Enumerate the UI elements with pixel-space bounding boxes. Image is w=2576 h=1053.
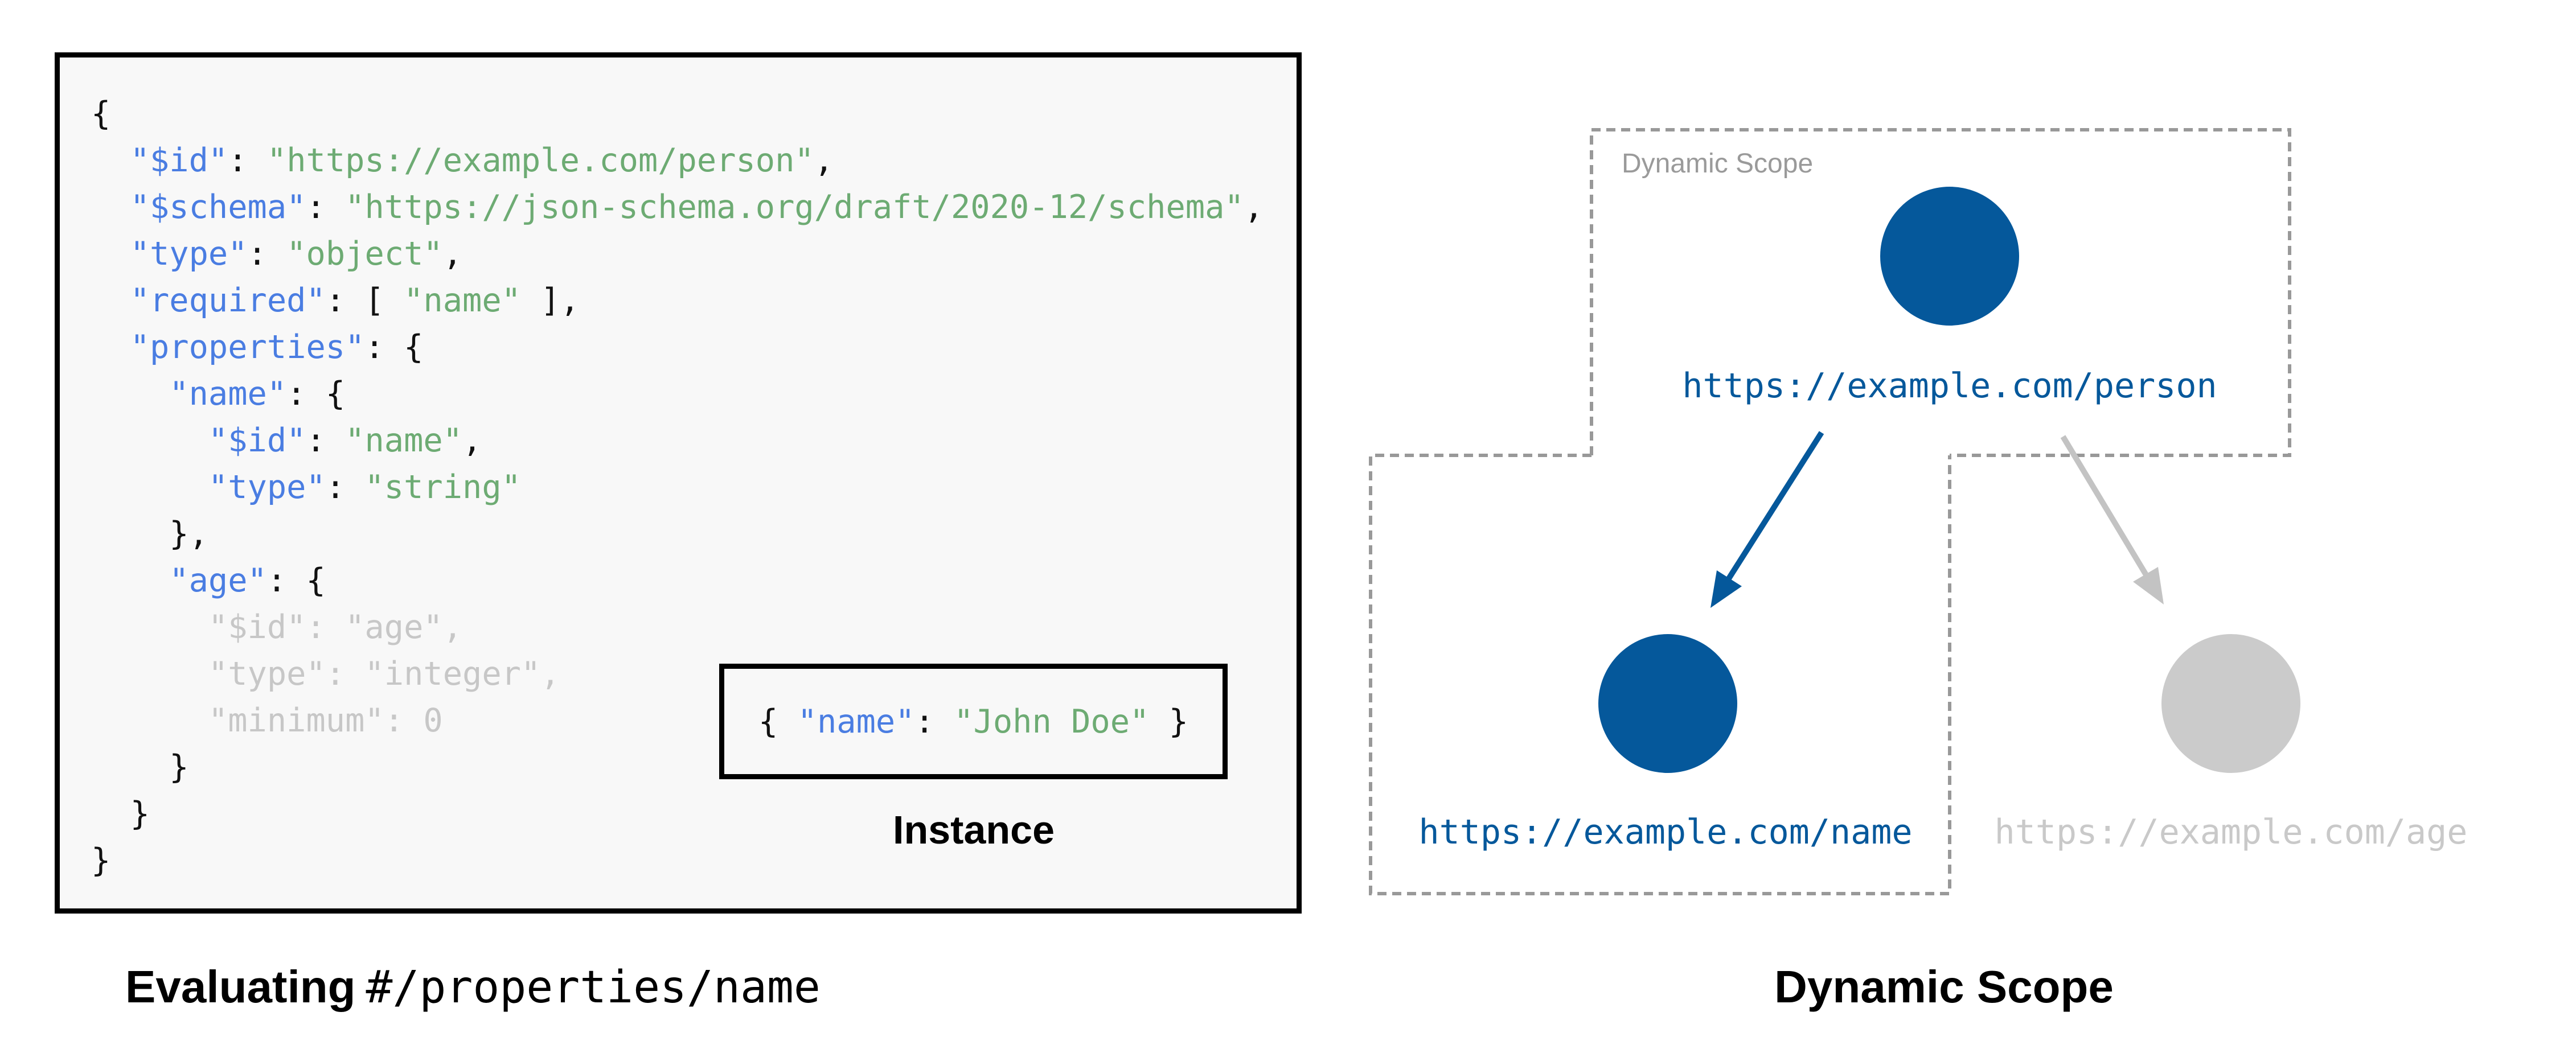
code-token: : { — [266, 562, 326, 599]
age-url-label: https://example.com/age — [1994, 812, 2468, 852]
code-token: "$id" — [130, 142, 228, 179]
code-token: : — [228, 142, 267, 179]
code-token: ], — [521, 282, 580, 319]
dynamic-scope-region-label: Dynamic Scope — [1622, 149, 1814, 179]
code-token: "string" — [364, 468, 521, 506]
code-token: "$schema" — [130, 188, 306, 226]
schema-code-line: "$id": "name", — [91, 417, 1264, 464]
code-token: } — [91, 795, 150, 833]
code-token: , — [462, 422, 482, 459]
schema-code-line-muted: "$id": "age", — [91, 604, 1264, 651]
code-token: "properties" — [130, 328, 365, 366]
left-caption: Evaluating#/properties/name — [125, 960, 821, 1015]
dashed-scope-outline-top — [1590, 128, 2291, 457]
code-token: , — [814, 142, 834, 179]
code-token: , — [442, 235, 463, 273]
left-caption-evaluating: Evaluating — [125, 961, 356, 1012]
code-token: "https://json-schema.org/draft/2020-12/s… — [345, 188, 1244, 226]
schema-code-line: } — [91, 744, 1264, 791]
code-token: : — [247, 235, 287, 273]
code-token: } — [1149, 702, 1188, 741]
person-to-age-arrow — [2060, 435, 2151, 579]
code-token: : — [325, 468, 365, 506]
schema-code-line-muted: "type": "integer", — [91, 651, 1264, 697]
code-token: "https://example.com/person" — [266, 142, 814, 179]
code-token: : — [306, 188, 346, 226]
code-token: "name" — [169, 375, 287, 413]
dashed-scope-outline-bottom — [1369, 454, 1951, 895]
code-token: "age" — [169, 562, 267, 599]
code-token: "required" — [130, 282, 326, 319]
person-to-name-arrow — [1722, 431, 1824, 586]
schema-code-line: }, — [91, 511, 1264, 557]
code-token: , — [1244, 188, 1264, 226]
schema-code-line: "properties": { — [91, 324, 1264, 371]
schema-code-line: "$id": "https://example.com/person", — [91, 137, 1264, 184]
schema-code-line-muted: "minimum": 0 — [91, 697, 1264, 744]
code-token: "name" — [345, 422, 463, 459]
schema-code-line: } — [91, 837, 1264, 884]
code-token: : [ — [325, 282, 404, 319]
code-token: "$id" — [208, 422, 306, 459]
code-token: "type" — [208, 468, 326, 506]
code-token: "name" — [797, 702, 915, 741]
code-token: "type": "integer", — [91, 655, 560, 693]
code-token: "John Doe" — [954, 702, 1150, 741]
right-caption: Dynamic Scope — [1774, 961, 2114, 1012]
person-to-age-arrowhead — [2133, 567, 2164, 604]
name-node — [1598, 634, 1737, 773]
code-token: } — [91, 842, 111, 879]
schema-code-line: "age": { — [91, 557, 1264, 604]
code-token: }, — [91, 515, 208, 553]
name-url-label: https://example.com/name — [1418, 812, 1913, 852]
code-token: { — [758, 702, 798, 741]
person-node — [1880, 187, 2019, 326]
code-token: : — [914, 702, 954, 741]
schema-code-line: } — [91, 791, 1264, 837]
age-node — [2161, 634, 2300, 773]
schema-code-line: "required": [ "name" ], — [91, 277, 1264, 324]
schema-code-line: "type": "string" — [91, 464, 1264, 511]
instance-code: { "name": "John Doe" } — [758, 698, 1188, 745]
code-token: : { — [364, 328, 424, 366]
schema-code-line: "$schema": "https://json-schema.org/draf… — [91, 184, 1264, 231]
code-token: : — [306, 422, 346, 459]
person-to-name-arrowhead — [1711, 570, 1742, 608]
code-token: } — [91, 748, 189, 786]
schema-code-line: { — [91, 91, 1264, 137]
schema-code-line: "type": "object", — [91, 231, 1264, 277]
schema-code-line: "name": { — [91, 371, 1264, 417]
schema-code: { "$id": "https://example.com/person", "… — [91, 91, 1264, 884]
instance-label: Instance — [893, 808, 1055, 852]
instance-box: { "name": "John Doe" } — [719, 664, 1228, 779]
code-token: "object" — [286, 235, 443, 273]
code-token: "$id": "age", — [91, 608, 463, 646]
code-token: "minimum": 0 — [91, 702, 443, 739]
code-token: "name" — [404, 282, 521, 319]
code-token: "type" — [130, 235, 248, 273]
left-caption-json-pointer: #/properties/name — [366, 962, 821, 1013]
person-url-label: https://example.com/person — [1682, 366, 2217, 406]
schema-code-box — [55, 52, 1302, 914]
code-token: : { — [286, 375, 346, 413]
code-token: { — [91, 95, 111, 133]
